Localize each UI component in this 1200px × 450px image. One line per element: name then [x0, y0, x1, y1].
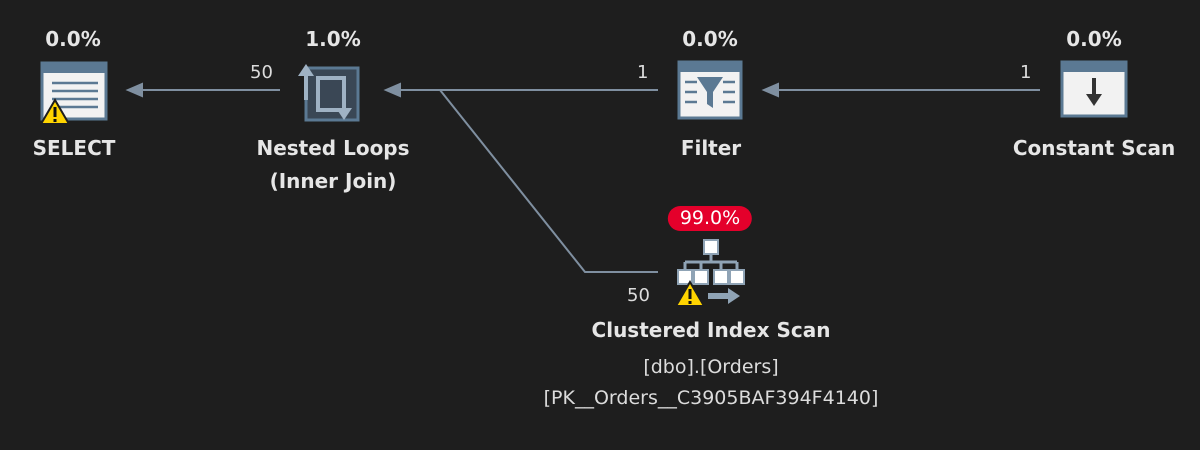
constant-scan-icon	[1060, 60, 1128, 118]
arrow-head-select	[125, 82, 143, 98]
rows-constant-to-filter: 1	[1020, 62, 1032, 83]
select-label: SELECT	[32, 136, 116, 160]
clustered-index-scan-warning-icon	[674, 280, 706, 307]
rows-nested-to-select: 50	[250, 62, 273, 83]
arrow-head-nested	[383, 82, 401, 98]
select-warning-icon	[39, 98, 71, 125]
nested-loops-label-line1: Nested Loops	[256, 136, 410, 160]
arrow-index-scan-to-nested	[439, 89, 658, 273]
nested-loops-label-line2: (Inner Join)	[269, 169, 397, 193]
clustered-index-scan-object: [dbo].[Orders]	[643, 356, 779, 378]
rows-filter-to-nested: 1	[637, 62, 649, 83]
rows-index-scan-to-nested: 50	[627, 285, 650, 306]
nested-loops-cost: 1.0%	[305, 27, 361, 51]
clustered-index-scan-icon	[677, 239, 745, 304]
clustered-index-scan-index-name: [PK__Orders__C3905BAF394F4140]	[543, 387, 879, 409]
filter-label: Filter	[680, 136, 742, 160]
constant-scan-label: Constant Scan	[1012, 136, 1176, 160]
nested-loops-icon	[298, 64, 360, 122]
nested-loops-label: Nested Loops (Inner Join)	[256, 132, 409, 198]
arrow-head-filter	[761, 82, 779, 98]
filter-cost: 0.0%	[682, 27, 738, 51]
clustered-index-scan-label: Clustered Index Scan	[591, 318, 831, 342]
filter-icon	[677, 60, 743, 120]
constant-scan-cost: 0.0%	[1066, 27, 1122, 51]
select-cost: 0.0%	[45, 27, 101, 51]
clustered-index-scan-cost-badge: 99.0%	[667, 206, 753, 231]
